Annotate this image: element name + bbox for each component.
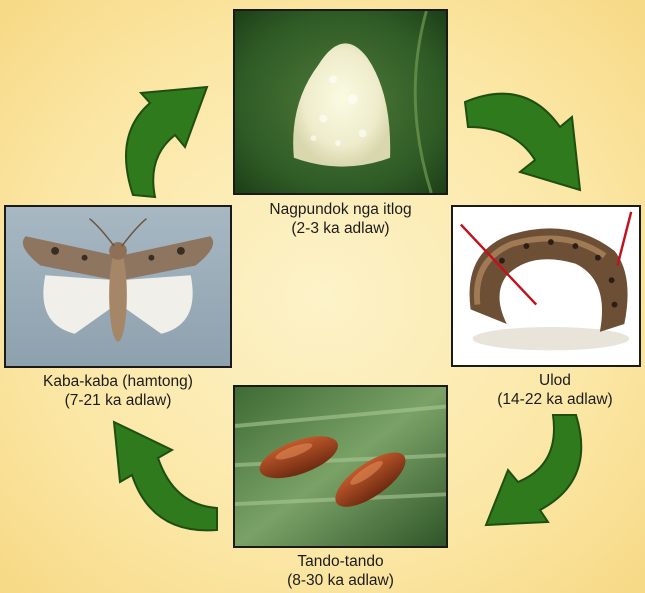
curved-arrow-icon [486, 415, 581, 525]
arrow-larva-to-pupa [478, 410, 598, 540]
curved-arrow-icon [465, 94, 580, 190]
arrow-adult-to-eggs [105, 65, 215, 200]
pupa-label: Tando-tando [233, 552, 448, 571]
adult-caption: Kaba-kaba (hamtong) (7-21 ka adlaw) [4, 372, 232, 410]
pupa-photo [233, 385, 448, 548]
eggs-duration: (2-3 ka adlaw) [233, 219, 448, 238]
pupa-duration: (8-30 ka adlaw) [233, 571, 448, 590]
arrow-pupa-to-adult [92, 420, 222, 535]
arrow-eggs-to-larva [460, 72, 600, 197]
adult-moth-photo [4, 205, 232, 368]
larva-duration: (14-22 ka adlaw) [470, 390, 640, 409]
adult-label: Kaba-kaba (hamtong) [4, 372, 232, 391]
egg-mass-photo [233, 9, 448, 195]
pupa-caption: Tando-tando (8-30 ka adlaw) [233, 552, 448, 590]
adult-duration: (7-21 ka adlaw) [4, 391, 232, 410]
eggs-caption: Nagpundok nga itlog (2-3 ka adlaw) [233, 200, 448, 238]
larva-label: Ulod [470, 371, 640, 390]
curved-arrow-icon [126, 87, 207, 197]
larva-caption: Ulod (14-22 ka adlaw) [470, 371, 640, 409]
eggs-label: Nagpundok nga itlog [233, 200, 448, 219]
larva-photo [451, 205, 641, 367]
curved-arrow-icon [114, 422, 217, 530]
